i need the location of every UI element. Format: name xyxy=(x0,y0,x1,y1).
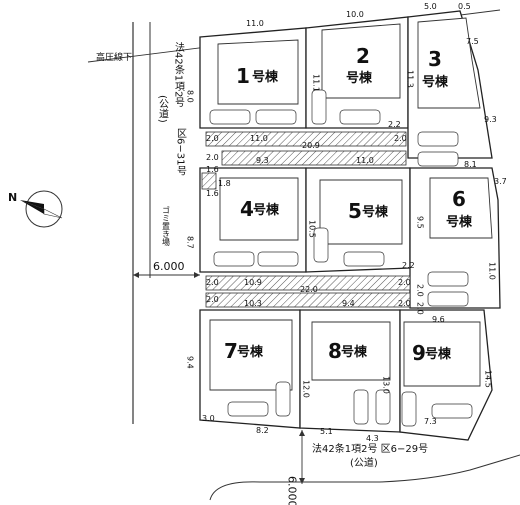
svg-text:6.000: 6.000 xyxy=(153,260,185,273)
svg-text:8.2: 8.2 xyxy=(256,426,269,435)
svg-text:号棟: 号棟 xyxy=(362,204,389,220)
svg-text:2.2: 2.2 xyxy=(388,120,401,129)
building-label-8: 8 号棟 xyxy=(328,339,368,363)
svg-text:9.3: 9.3 xyxy=(484,115,497,124)
svg-text:5.0: 5.0 xyxy=(424,2,437,11)
building-footprints xyxy=(209,17,493,391)
garbage-area-label: ゴミ置き場 xyxy=(162,205,171,247)
svg-text:2.0: 2.0 xyxy=(394,134,407,143)
svg-text:3.0: 3.0 xyxy=(202,414,215,423)
svg-text:7.5: 7.5 xyxy=(466,37,479,46)
svg-text:9.5: 9.5 xyxy=(416,216,425,229)
svg-text:22.0: 22.0 xyxy=(300,285,318,294)
svg-text:8.7: 8.7 xyxy=(186,236,195,249)
north-compass: N xyxy=(8,190,63,228)
building-label-2: 2 号棟 xyxy=(346,44,373,86)
svg-text:11.1: 11.1 xyxy=(312,74,321,92)
svg-text:11.0: 11.0 xyxy=(250,134,268,143)
power-line-label: 高圧線下 xyxy=(96,51,132,63)
svg-text:6: 6 xyxy=(452,187,466,211)
svg-text:号棟: 号棟 xyxy=(341,344,368,360)
svg-text:号棟: 号棟 xyxy=(446,214,473,230)
west-road-type-label: (公道) xyxy=(157,95,169,123)
svg-text:4.3: 4.3 xyxy=(366,434,379,443)
south-road-label: 法42条1項2号 区6−29号 xyxy=(312,442,428,455)
svg-text:2.0: 2.0 xyxy=(206,295,219,304)
svg-text:9.4: 9.4 xyxy=(186,356,195,369)
svg-text:11.0: 11.0 xyxy=(356,156,374,165)
svg-text:2.0: 2.0 xyxy=(206,153,219,162)
svg-text:10.5: 10.5 xyxy=(308,220,317,238)
north-label: N xyxy=(8,191,17,204)
building-label-1: 1 号棟 xyxy=(236,64,279,88)
svg-text:20.9: 20.9 xyxy=(302,141,320,150)
svg-text:号棟: 号棟 xyxy=(237,344,264,360)
svg-text:9.4: 9.4 xyxy=(342,299,355,308)
svg-text:5: 5 xyxy=(348,199,362,223)
building-label-7: 7 号棟 xyxy=(224,339,264,363)
svg-text:4: 4 xyxy=(240,197,254,221)
svg-text:8: 8 xyxy=(328,339,342,363)
svg-text:号棟: 号棟 xyxy=(252,69,279,85)
svg-text:8.0: 8.0 xyxy=(186,90,195,103)
svg-text:3.7: 3.7 xyxy=(494,177,507,186)
svg-text:10.3: 10.3 xyxy=(244,299,262,308)
south-road-edge xyxy=(209,454,520,501)
svg-text:2.0: 2.0 xyxy=(398,278,411,287)
dimension-labels: 11.0 10.0 5.0 0.5 7.5 8.0 11.1 11.3 9.3 … xyxy=(186,2,507,443)
svg-text:2.0: 2.0 xyxy=(398,299,411,308)
svg-text:0.5: 0.5 xyxy=(458,2,471,11)
svg-text:2.0: 2.0 xyxy=(416,284,425,297)
svg-text:1: 1 xyxy=(236,64,250,88)
svg-text:11.3: 11.3 xyxy=(406,70,415,88)
svg-text:11.0: 11.0 xyxy=(488,262,497,280)
svg-text:1.6: 1.6 xyxy=(206,189,219,198)
building-label-5: 5 号棟 xyxy=(348,199,389,223)
svg-text:9: 9 xyxy=(412,341,426,365)
svg-text:2.0: 2.0 xyxy=(206,134,219,143)
svg-text:11.0: 11.0 xyxy=(246,19,264,28)
svg-text:号棟: 号棟 xyxy=(346,70,373,86)
svg-text:8.1: 8.1 xyxy=(464,160,477,169)
svg-text:6.000: 6.000 xyxy=(286,476,299,505)
svg-text:9.3: 9.3 xyxy=(256,156,269,165)
south-road-width: 6.000 xyxy=(286,430,305,505)
svg-text:1.6: 1.6 xyxy=(206,165,219,174)
svg-text:10.0: 10.0 xyxy=(346,10,364,19)
svg-text:14.5: 14.5 xyxy=(484,370,493,388)
svg-text:9.6: 9.6 xyxy=(432,315,445,324)
svg-text:号棟: 号棟 xyxy=(253,202,280,218)
west-road-section-label: 区6−31号 xyxy=(175,128,187,176)
svg-text:2.0: 2.0 xyxy=(206,278,219,287)
svg-text:5.1: 5.1 xyxy=(320,427,333,436)
passages xyxy=(201,131,411,308)
svg-text:号棟: 号棟 xyxy=(425,346,452,362)
svg-text:10.9: 10.9 xyxy=(244,278,262,287)
svg-text:12.0: 12.0 xyxy=(302,380,311,398)
building-label-6: 6 号棟 xyxy=(446,187,473,230)
svg-text:7.3: 7.3 xyxy=(424,417,437,426)
svg-text:2.0: 2.0 xyxy=(416,302,425,315)
svg-text:7: 7 xyxy=(224,339,238,363)
svg-text:3: 3 xyxy=(428,47,442,71)
parking-cars xyxy=(209,89,473,427)
building-label-3: 3 号棟 xyxy=(422,47,449,90)
west-road-law-label: 法42条1項2号 xyxy=(173,41,185,108)
south-road-type-label: (公道) xyxy=(350,456,378,469)
building-label-4: 4 号棟 xyxy=(240,197,280,221)
building-label-9: 9 号棟 xyxy=(412,341,452,365)
svg-text:号棟: 号棟 xyxy=(422,74,449,90)
svg-text:1.8: 1.8 xyxy=(218,179,231,188)
west-road-width: 6.000 xyxy=(133,260,200,278)
svg-text:2: 2 xyxy=(356,44,370,68)
svg-text:2.2: 2.2 xyxy=(402,261,415,270)
svg-text:13.0: 13.0 xyxy=(382,376,391,394)
